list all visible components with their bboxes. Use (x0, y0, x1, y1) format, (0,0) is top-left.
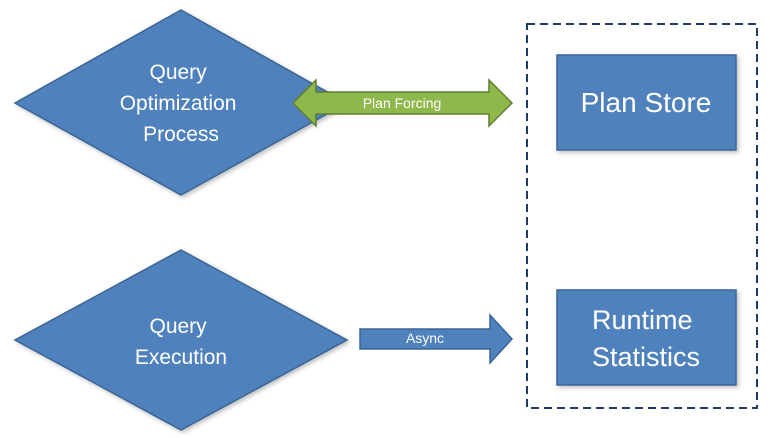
plan-forcing-edge: Plan Forcing (291, 78, 514, 128)
runtime-statistics-node: Runtime Statistics (556, 289, 737, 386)
query-optimization-diamond (13, 9, 349, 196)
svg-text:Runtime Statistics: Runtime Statistics (592, 305, 700, 372)
async-edge: Async (359, 313, 514, 365)
svg-text:Query Execution: Query Execution (135, 315, 227, 369)
query-execution-diamond (13, 249, 349, 431)
query-execution-node: Query Execution (13, 249, 349, 431)
plan-forcing-label: Plan Forcing (363, 95, 442, 111)
query-optimization-label-line-2: Optimization (120, 92, 237, 115)
plan-store-node: Plan Store (556, 54, 737, 151)
plan-forcing-double-arrow (291, 78, 514, 128)
svg-text:Query Optimization: Query Optimization Process (120, 61, 243, 146)
query-execution-label-line-2: Execution (135, 346, 227, 369)
svg-text:Plan Store: Plan Store (581, 87, 712, 118)
async-label: Async (406, 330, 444, 346)
plan-store-box (556, 54, 737, 151)
query-optimization-label-line-1: Query (149, 61, 207, 84)
query-store-container (526, 23, 758, 409)
query-optimization-node: Query Optimization Process (13, 9, 349, 196)
runtime-statistics-box (556, 289, 737, 386)
query-optimization-label-line-3: Process (143, 123, 219, 146)
runtime-statistics-label-line-1: Runtime (592, 305, 693, 335)
query-execution-label-line-1: Query (149, 315, 207, 338)
plan-store-label: Plan Store (581, 87, 712, 118)
async-arrow (359, 313, 514, 365)
runtime-statistics-label-line-2: Statistics (592, 342, 700, 372)
